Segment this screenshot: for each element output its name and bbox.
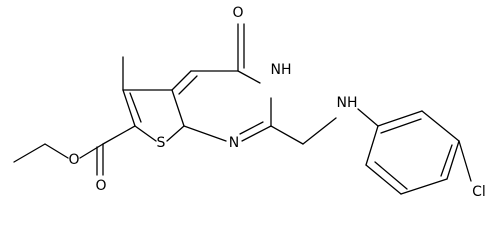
structure-diagram: O NH N S O O NH Cl xyxy=(13,5,486,200)
atom-labels: O NH N S O O NH Cl xyxy=(68,5,485,200)
bond xyxy=(171,89,185,127)
bond xyxy=(365,125,379,166)
atom-label-sulfur: S xyxy=(157,135,166,151)
bond xyxy=(270,125,304,145)
bond xyxy=(183,125,227,142)
bond xyxy=(357,108,379,127)
bond xyxy=(79,143,104,159)
bond xyxy=(380,118,422,134)
bond xyxy=(377,110,423,127)
bond xyxy=(178,75,198,95)
bond xyxy=(458,140,472,182)
bond xyxy=(129,92,142,123)
bond xyxy=(171,70,192,91)
bond xyxy=(134,125,157,142)
bond xyxy=(446,140,460,180)
bond xyxy=(241,125,272,142)
atom-label-keto-oxygen: O xyxy=(232,5,243,21)
bond xyxy=(421,110,460,142)
atom-label-ring-nh: NH xyxy=(271,62,292,78)
bond xyxy=(374,161,408,190)
molecule-drawing: O NH N S O O NH Cl xyxy=(13,5,486,200)
bond xyxy=(44,143,69,159)
bond xyxy=(102,125,136,145)
bond xyxy=(400,178,448,195)
bond xyxy=(239,121,264,135)
bond xyxy=(440,144,453,177)
bonds xyxy=(13,23,472,195)
bond xyxy=(237,70,261,84)
bond xyxy=(122,89,136,127)
atom-label-amine-nh: NH xyxy=(337,95,358,111)
bond xyxy=(166,125,185,142)
atom-label-ring-nitrogen: N xyxy=(229,135,239,151)
atom-label-chlorine: Cl xyxy=(472,184,486,200)
bond xyxy=(365,164,402,195)
bond xyxy=(302,117,337,145)
atom-label-ester-carbonyl-oxygen: O xyxy=(95,178,106,194)
bond xyxy=(13,143,46,163)
atom-label-ester-oxygen: O xyxy=(68,152,79,168)
